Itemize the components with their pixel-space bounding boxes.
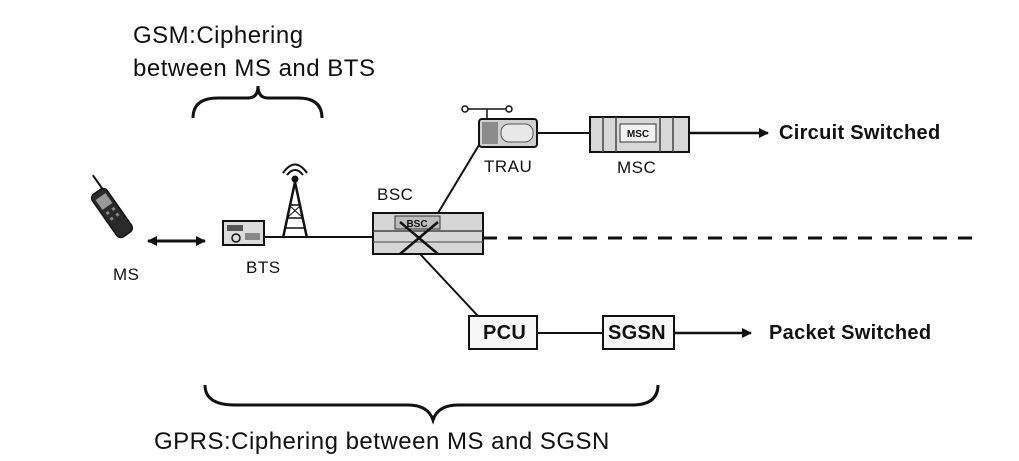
bts-label: BTS	[246, 258, 281, 277]
bsc-pcu-link	[419, 253, 479, 317]
gsm-caption-line1: GSM:Ciphering	[133, 22, 304, 49]
msc-label: MSC	[617, 158, 657, 177]
circuit-switched-label: Circuit Switched	[779, 122, 941, 144]
bts-equipment-icon	[222, 220, 265, 246]
bsc-equipment-icon: BSC	[372, 212, 484, 255]
sgsn-box	[602, 315, 675, 350]
gsm-brace	[191, 85, 324, 119]
mobile-phone-icon	[90, 174, 134, 239]
packet-switched-label: Packet Switched	[769, 322, 932, 344]
msc-equipment-icon: MSC	[589, 116, 690, 153]
pcu-box	[468, 315, 538, 350]
bsc-box-label: BSC	[406, 219, 427, 230]
gsm-caption-line2: between MS and BTS	[133, 55, 376, 82]
sgsn-label: SGSN	[608, 322, 666, 344]
bsc-label: BSC	[377, 185, 414, 204]
trau-equipment-icon	[461, 105, 538, 148]
msc-box-label: MSC	[627, 129, 649, 140]
antenna-tower-icon	[281, 163, 309, 239]
ms-label: MS	[113, 265, 140, 284]
bsc-trau-link	[437, 134, 486, 214]
gprs-caption: GPRS:Ciphering between MS and SGSN	[154, 428, 610, 455]
trau-label: TRAU	[484, 157, 533, 176]
pcu-label: PCU	[483, 322, 527, 344]
gprs-brace	[203, 384, 660, 425]
